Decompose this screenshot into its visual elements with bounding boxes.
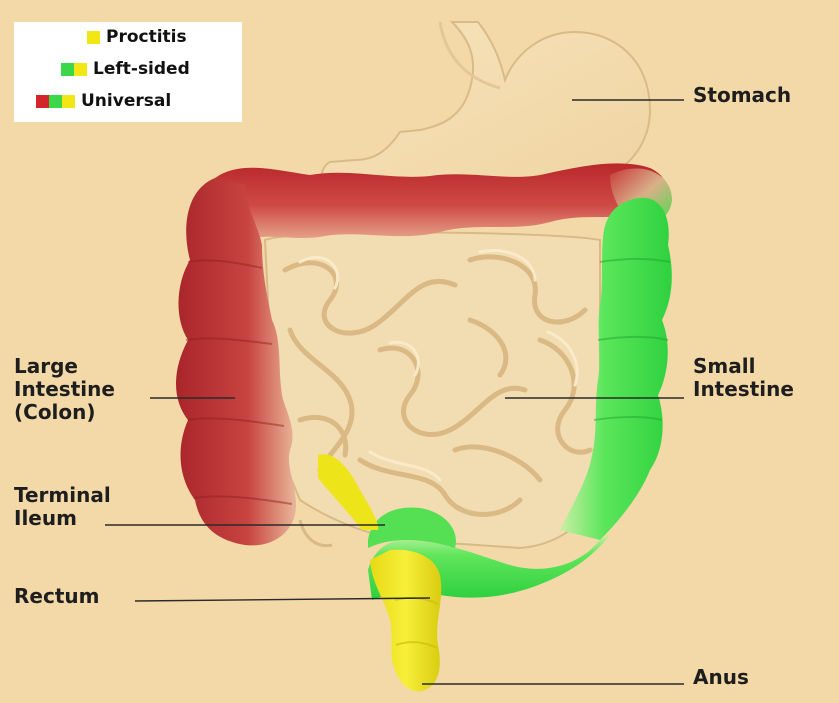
label-large-intestine-line3: (Colon)	[14, 401, 115, 424]
legend-swatch-red	[36, 95, 49, 108]
transverse-colon-universal	[215, 163, 667, 240]
label-rectum: Rectum	[14, 585, 99, 608]
label-small-intestine: Small Intestine	[693, 355, 794, 401]
appendix-shape	[300, 520, 332, 546]
legend-swatch-green	[49, 95, 62, 108]
label-stomach: Stomach	[693, 84, 791, 107]
legend-label-proctitis: Proctitis	[106, 27, 187, 47]
legend-swatch-yellow	[87, 31, 100, 44]
label-large-intestine-line1: Large	[14, 355, 115, 378]
legend-label-universal: Universal	[81, 91, 171, 111]
label-anus: Anus	[693, 666, 749, 689]
label-terminal-ileum: Terminal Ileum	[14, 484, 111, 530]
label-large-intestine-line2: Intestine	[14, 378, 115, 401]
legend: Proctitis Left-sided Universal	[14, 22, 242, 122]
small-intestine-shape	[265, 232, 600, 548]
legend-item-universal: Universal	[36, 88, 171, 114]
legend-swatch-yellow	[62, 95, 75, 108]
legend-swatch-yellow	[74, 63, 87, 76]
label-terminal-ileum-line1: Terminal	[14, 484, 111, 507]
label-small-intestine-line2: Intestine	[693, 378, 794, 401]
label-small-intestine-line1: Small	[693, 355, 794, 378]
legend-swatch-green	[61, 63, 74, 76]
label-terminal-ileum-line2: Ileum	[14, 507, 111, 530]
legend-item-left-sided: Left-sided	[61, 56, 190, 82]
legend-item-proctitis: Proctitis	[87, 24, 187, 50]
label-large-intestine: Large Intestine (Colon)	[14, 355, 115, 424]
legend-label-left-sided: Left-sided	[93, 59, 190, 79]
rectum-proctitis	[370, 550, 441, 692]
